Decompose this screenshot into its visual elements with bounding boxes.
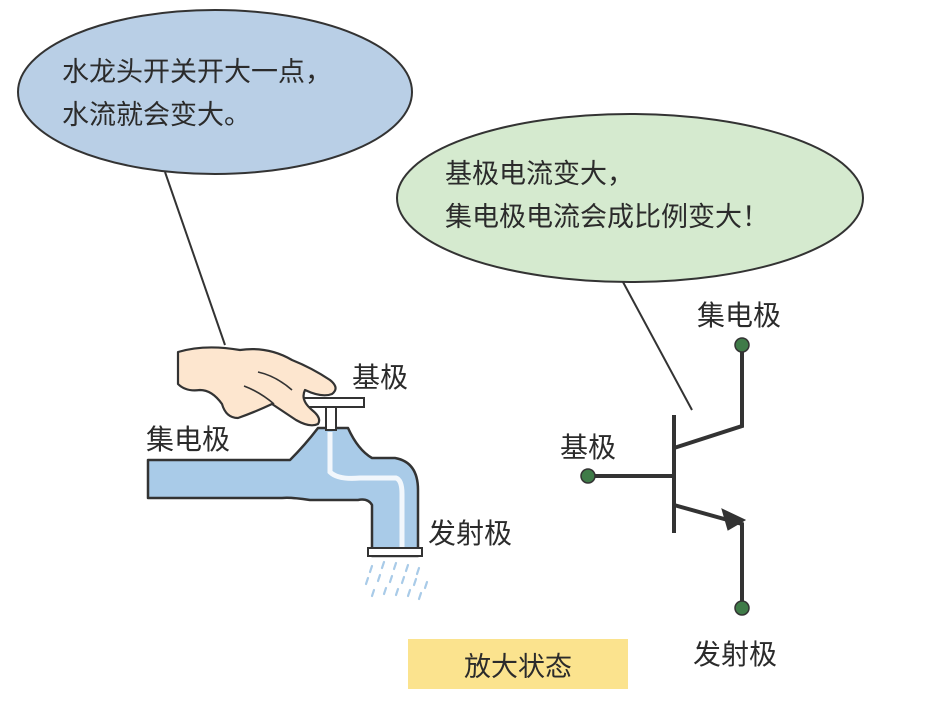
faucet-bubble-pointer: [164, 171, 226, 346]
faucet-bubble-line-1: 水龙头开关开大一点，: [62, 57, 332, 88]
transistor-bubble-line-2: 集电极电流会成比例变大！: [445, 202, 769, 233]
faucet-bubble-line-2: 水流就会变大。: [62, 100, 251, 131]
hand-illustration: [176, 346, 337, 427]
water-drops: [364, 560, 429, 601]
faucet-illustration: [146, 397, 429, 601]
amplification-state-box: 放大状态: [408, 639, 628, 689]
faucet-collector-label: 集电极: [146, 423, 231, 456]
collector-terminal: [734, 337, 750, 353]
base-terminal: [580, 468, 596, 484]
faucet-bubble-text: 水龙头开关开大一点， 水流就会变大。: [62, 51, 332, 137]
transistor-collector-lead: [673, 345, 744, 450]
state-label: 放大状态: [464, 651, 572, 683]
hand-shape: [176, 346, 337, 427]
hand-finger-lines: [243, 371, 293, 405]
transistor-bubble-text: 基极电流变大， 集电极电流会成比例变大！: [445, 153, 769, 239]
faucet-speech-bubble: [17, 9, 413, 175]
transistor-symbol: [588, 345, 747, 608]
transistor-base-label: 基极: [560, 431, 617, 464]
faucet-emitter-label: 发射极: [428, 517, 513, 550]
transistor-bubble-pointer: [622, 281, 693, 411]
transistor-emitter-lead: [673, 503, 744, 608]
transistor-bubble-line-1: 基极电流变大，: [445, 159, 634, 190]
transistor-collector-label: 集电极: [697, 299, 782, 332]
emitter-terminal: [734, 600, 750, 616]
transistor-emitter-label: 发射极: [693, 638, 778, 671]
transistor-emitter-arrow: [721, 508, 747, 531]
spout-rim: [367, 547, 423, 557]
transistor-speech-bubble: [396, 113, 864, 283]
faucet-base-label: 基极: [352, 361, 409, 394]
faucet-highlight: [327, 432, 405, 552]
faucet-body: [146, 426, 420, 558]
